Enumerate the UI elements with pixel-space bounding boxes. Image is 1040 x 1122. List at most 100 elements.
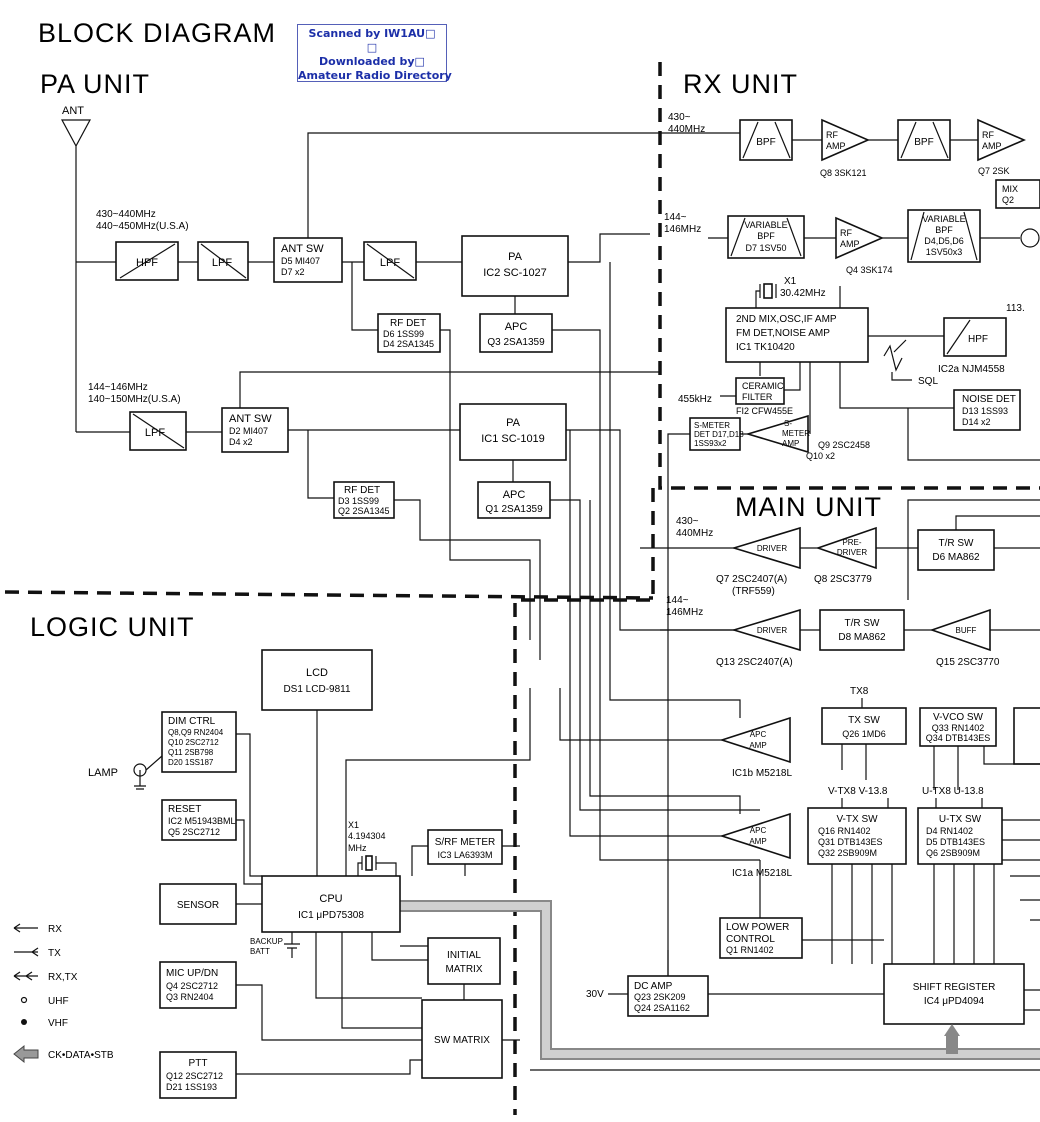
svg-text:D4 RN1402: D4 RN1402 (926, 826, 973, 836)
freq-rx-uhf-2: 440MHz (668, 124, 705, 135)
svg-text:AMP: AMP (826, 141, 846, 151)
reset: RESET IC2 M51943BML Q5 2SC2712 (161, 799, 237, 841)
ptt: PTT Q12 2SC2712 D21 1SS193 (159, 1051, 237, 1099)
freq-main-vhf-1: 144~ (666, 595, 689, 606)
q7-rx-label: Q7 2SK (978, 166, 1010, 176)
svg-text:RF DET: RF DET (390, 318, 426, 329)
tx-sw: TX SW Q26 1MD6 (821, 707, 907, 745)
svg-text:SQL: SQL (918, 376, 938, 387)
ck-data-stb-bus (400, 900, 1040, 1060)
svg-text:PA: PA (506, 417, 521, 429)
driver-q13: DRIVER (731, 608, 801, 652)
svg-text:CPU: CPU (319, 893, 342, 905)
watermark-line-1: Scanned by IW1AU□ (308, 27, 436, 40)
svg-text:RESET: RESET (168, 804, 201, 815)
svg-text:X1: X1 (784, 276, 797, 287)
q4-rx-label: Q4 3SK174 (846, 265, 893, 275)
svg-text:DET D17,D18: DET D17,D18 (694, 430, 744, 439)
svg-text:Q4 2SC2712: Q4 2SC2712 (166, 981, 218, 991)
svg-text:D7 1SV50: D7 1SV50 (745, 243, 786, 253)
svg-text:D6 1SS99: D6 1SS99 (383, 329, 424, 339)
svg-text:V-TX SW: V-TX SW (836, 814, 878, 825)
svg-text:T/R SW: T/R SW (845, 618, 881, 629)
q8-main-label: Q8 2SC3779 (814, 574, 872, 585)
svg-text:IC2 M51943BML: IC2 M51943BML (168, 816, 236, 826)
q13-label: Q13 2SC2407(A) (716, 657, 793, 668)
rf-det-uhf: RF DET D6 1SS99 D4 2SA1345 (377, 313, 441, 353)
v-tx-sw: V-TX SW Q16 RN1402 Q31 DTB143ES Q32 2SB9… (807, 807, 907, 865)
svg-text:DC AMP: DC AMP (634, 981, 673, 992)
svg-text:ANT SW: ANT SW (229, 413, 272, 425)
pa-unit-label: PA UNIT (40, 69, 150, 99)
ic1a-label: IC1a M5218L (732, 868, 792, 879)
ceramic-filter: CERAMIC FILTER FI2 CFW455E (735, 377, 793, 416)
apc-amp-a: APC AMP IC1a M5218L (719, 812, 792, 879)
svg-text:D8 MA862: D8 MA862 (838, 632, 886, 643)
apc-q3: APC Q3 2SA1359 (479, 313, 553, 353)
svg-text:LPF: LPF (380, 257, 400, 269)
svg-text:Q2: Q2 (1002, 195, 1014, 205)
svg-text:INITIAL: INITIAL (447, 950, 481, 961)
svg-text:DS1 LCD-9811: DS1 LCD-9811 (283, 684, 351, 695)
variable-bpf-d4: VARIABLE BPF D4,D5,D6 1SV50x3 (907, 209, 981, 263)
svg-text:Q3 RN2404: Q3 RN2404 (166, 992, 214, 1002)
v30-label: 30V (586, 989, 604, 1000)
svg-text:AMP: AMP (782, 439, 799, 448)
watermark-line-4: Amateur Radio Directory (298, 69, 452, 82)
sql-label: SQL (891, 372, 938, 387)
svg-text:MHz: MHz (348, 843, 367, 853)
svg-text:T/R SW: T/R SW (939, 538, 975, 549)
legend-rxtx: RX,TX (48, 972, 78, 983)
svg-text:BPF: BPF (757, 231, 775, 241)
freq-main-uhf-1: 430~ (676, 516, 699, 527)
svg-text:IC2 SC-1027: IC2 SC-1027 (483, 267, 547, 279)
u-tx-sw: U-TX SW D4 RN1402 D5 DTB143ES Q6 2SB909M (917, 807, 1003, 865)
svg-text:Q2 2SA1345: Q2 2SA1345 (338, 506, 390, 516)
svg-text:NOISE DET: NOISE DET (962, 394, 1016, 405)
svg-text:Q24 2SA1162: Q24 2SA1162 (634, 1003, 690, 1013)
svg-text:D14 x2: D14 x2 (962, 417, 991, 427)
tx8-label: TX8 (850, 686, 869, 697)
freq-rx-uhf-1: 430~ (668, 112, 691, 123)
ant-sw-uhf: ANT SW D5 MI407 D7 x2 (273, 237, 343, 283)
svg-text:D20 1SS187: D20 1SS187 (168, 758, 214, 767)
freq-rx-vhf-2: 146MHz (664, 224, 701, 235)
svg-text:Q32 2SB909M: Q32 2SB909M (818, 848, 877, 858)
svg-text:S/RF METER: S/RF METER (435, 837, 496, 848)
svg-text:PTT: PTT (189, 1058, 208, 1069)
svg-text:IC1 SC-1019: IC1 SC-1019 (481, 433, 545, 445)
svg-text:PA: PA (508, 251, 523, 263)
legend-tx: TX (48, 948, 61, 959)
rf-det-vhf: RF DET D3 1SS99 Q2 2SA1345 (333, 481, 395, 519)
backup-batt: BACKUP BATT (250, 932, 300, 958)
svg-text:SHIFT REGISTER: SHIFT REGISTER (913, 982, 996, 993)
svg-text:IC4 μPD4094: IC4 μPD4094 (924, 996, 985, 1007)
svg-text:SW MATRIX: SW MATRIX (434, 1035, 490, 1046)
pa-ic1: PA IC1 SC-1019 (459, 403, 567, 461)
main-unit-label: MAIN UNIT (735, 492, 882, 522)
svg-text:HPF: HPF (968, 334, 988, 345)
svg-text:LCD: LCD (306, 667, 328, 679)
mix2-ic1: 2ND MIX,OSC,IF AMP FM DET,NOISE AMP IC1 … (725, 307, 869, 363)
svg-text:Q6 2SB909M: Q6 2SB909M (926, 848, 980, 858)
lpf-uhf-2: LPF (363, 241, 417, 281)
svg-text:TX SW: TX SW (848, 715, 880, 726)
svg-text:Q33 RN1402: Q33 RN1402 (932, 723, 985, 733)
q9-label: Q9 2SC2458 Q10 x2 (806, 440, 870, 461)
freq-pa-vhf-1: 144~146MHz (88, 382, 148, 393)
ic1b-label: IC1b M5218L (732, 768, 792, 779)
v-vco-sw: V-VCO SW Q33 RN1402 Q34 DTB143ES (919, 707, 997, 747)
dc-amp: DC AMP Q23 2SK209 Q24 2SA1162 (627, 975, 709, 1017)
v-tx-labels: V-TX8 V-13.8 (828, 786, 888, 797)
svg-text:1SV50x3: 1SV50x3 (926, 247, 963, 257)
svg-text:RF: RF (982, 130, 994, 140)
lamp-icon: LAMP (88, 755, 163, 790)
svg-text:DRIVER: DRIVER (837, 548, 867, 557)
svg-text:Q3 2SA1359: Q3 2SA1359 (487, 337, 545, 348)
svg-text:S-: S- (784, 419, 792, 428)
svg-text:V-VCO SW: V-VCO SW (933, 712, 984, 723)
svg-text:APC: APC (750, 730, 767, 739)
freq-113: 113. (1006, 303, 1025, 314)
rf-amp-q7: RF AMP Q7 2SK (977, 118, 1027, 176)
svg-text:BACKUP: BACKUP (250, 937, 283, 946)
